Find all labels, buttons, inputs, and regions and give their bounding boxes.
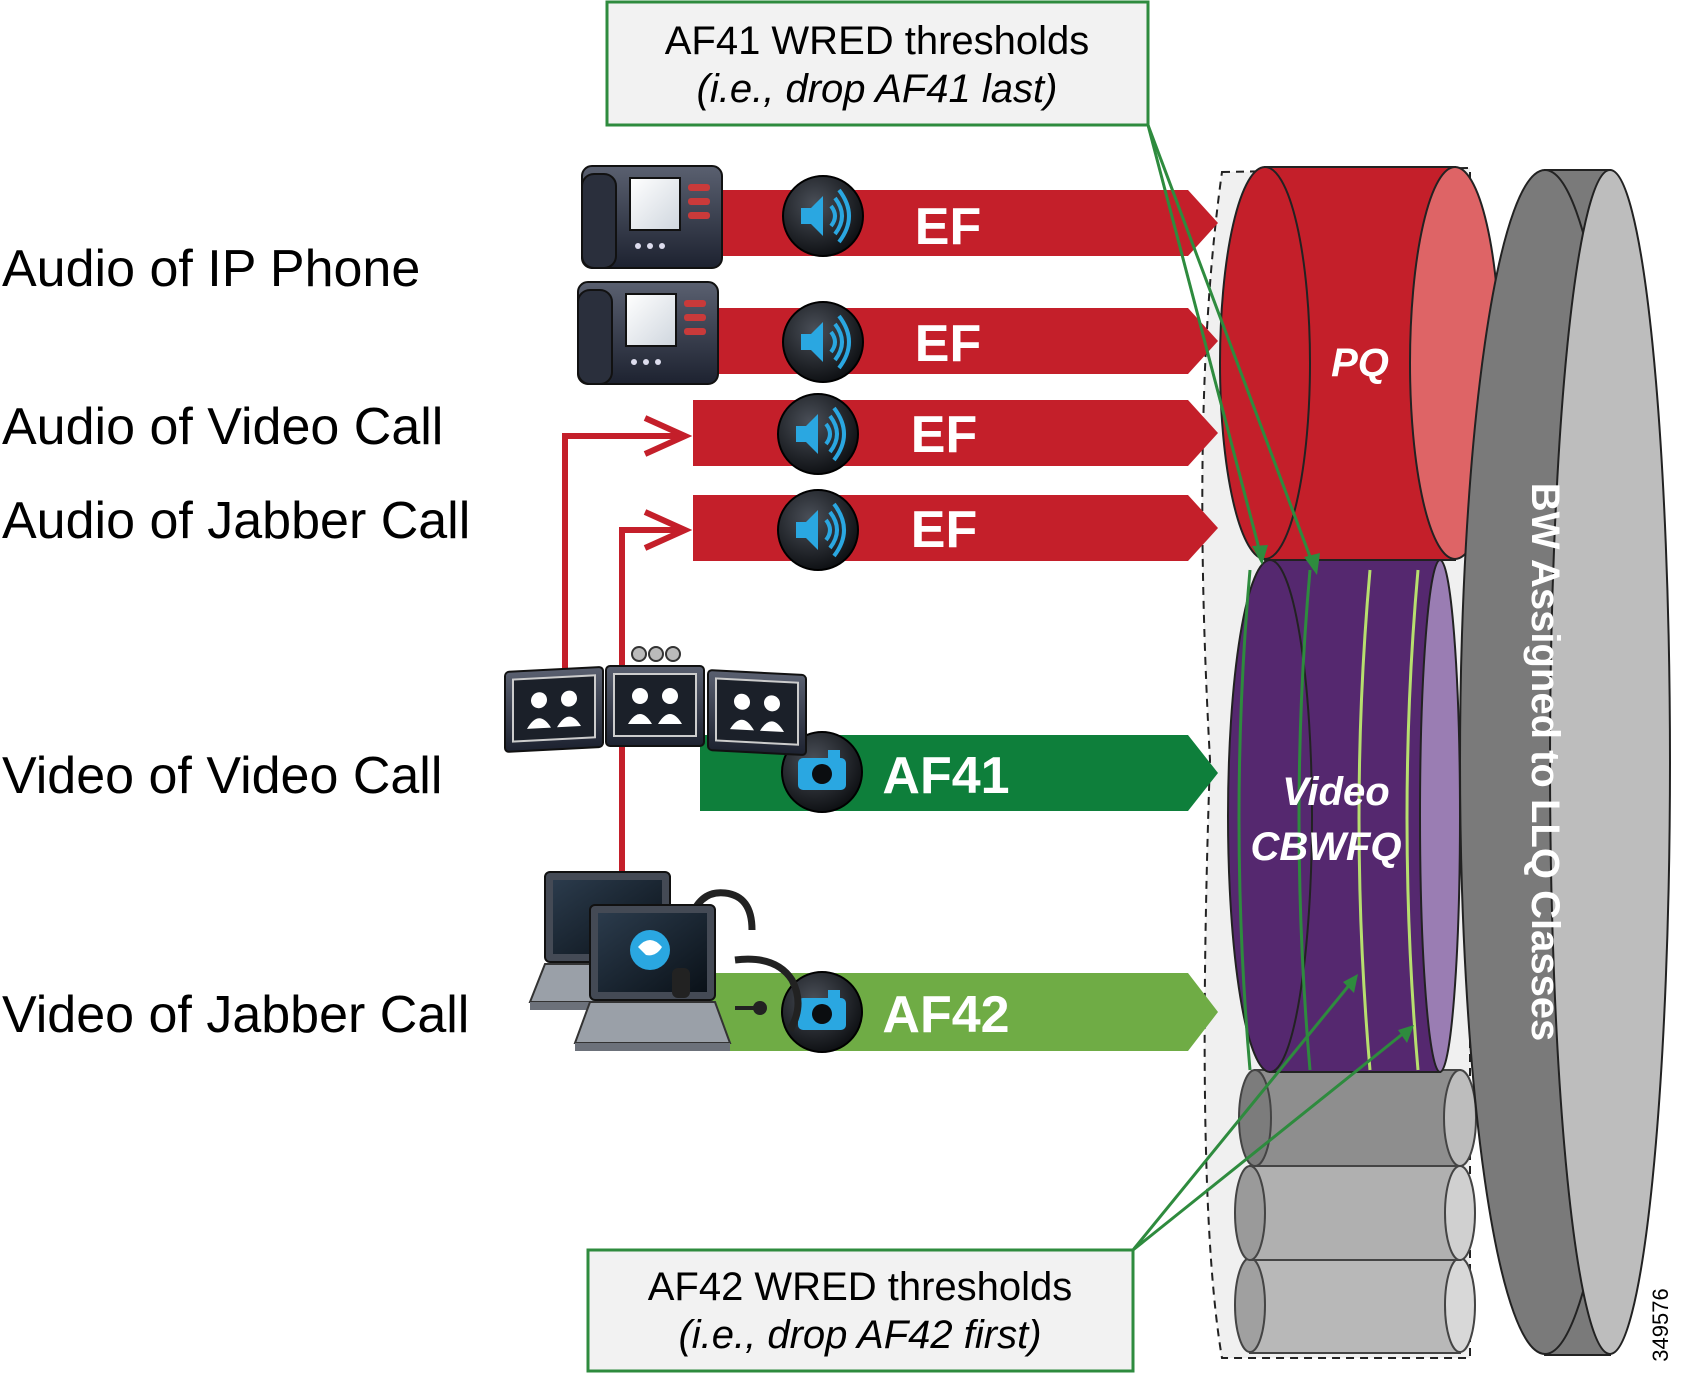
flow-label-af41: AF41 [882, 747, 1009, 805]
flow-arrow-ef-2: EF [700, 308, 1218, 374]
speaker-icon [777, 393, 859, 475]
pq-queue: PQ [1219, 166, 1501, 561]
label-video-jabber-call: Video of Jabber Call [2, 986, 469, 1044]
label-audio-video-call: Audio of Video Call [2, 398, 443, 456]
cbwfq-queue-label: CBWFQ [1250, 825, 1401, 869]
speaker-icon [782, 301, 864, 383]
ip-phone-icon [581, 165, 723, 269]
speaker-icon [777, 489, 859, 571]
connector-lines [562, 415, 693, 875]
flow-label-ef-1: EF [915, 198, 981, 256]
video-cbwfq-queue: Video CBWFQ [1227, 559, 1461, 1073]
af41-callout: AF41 WRED thresholds (i.e., drop AF41 la… [605, 0, 1150, 127]
speaker-icon [782, 175, 864, 257]
af42-callout: AF42 WRED thresholds (i.e., drop AF42 fi… [586, 1248, 1135, 1373]
bw-assigned-label: BW Assigned to LLQ Classes [1523, 483, 1567, 1042]
af41-callout-title: AF41 WRED thresholds [665, 19, 1090, 63]
other-class-cylinder-3 [1238, 1069, 1477, 1167]
af41-threshold-line-2 [1297, 569, 1312, 1071]
telepresence-icon [504, 646, 807, 756]
flow-arrow-ef-4: EF [693, 495, 1218, 561]
label-video-video-call: Video of Video Call [2, 747, 442, 805]
af42-callout-title: AF42 WRED thresholds [648, 1265, 1073, 1309]
queue-stack: Video CBWFQ PQ BW Assigned to LLQ Classe… [1201, 166, 1671, 1359]
af41-threshold-line-1 [1237, 569, 1252, 1071]
flow-label-ef-4: EF [911, 501, 977, 559]
af41-callout-arrows [1146, 124, 1320, 575]
pq-label: PQ [1331, 341, 1389, 385]
flow-label-af42: AF42 [882, 986, 1009, 1044]
af42-callout-arrows [1131, 974, 1414, 1252]
af42-threshold-line-1 [1357, 569, 1372, 1071]
af41-callout-subtitle: (i.e., drop AF41 last) [697, 67, 1058, 111]
flow-arrow-ef-3: EF [693, 400, 1218, 466]
video-queue-label: Video [1282, 770, 1389, 814]
flow-label-ef-2: EF [915, 315, 981, 373]
label-audio-ip-phone: Audio of IP Phone [2, 240, 420, 298]
other-class-cylinder-1 [1234, 1257, 1476, 1354]
flow-arrow-ef-1: EF [700, 190, 1218, 256]
af42-threshold-line-2 [1405, 569, 1420, 1071]
af42-callout-subtitle: (i.e., drop AF42 first) [678, 1313, 1041, 1357]
bw-llq-cylinder: BW Assigned to LLQ Classes [1459, 169, 1671, 1356]
flow-arrow-af42: AF42 [700, 973, 1218, 1051]
figure-id: 349576 [1648, 1288, 1673, 1361]
camera-icon [781, 971, 863, 1053]
label-audio-jabber-call: Audio of Jabber Call [2, 492, 470, 550]
other-class-cylinder-2 [1234, 1165, 1476, 1261]
ip-phone-icon [577, 281, 719, 385]
laptop-headset-icon [528, 871, 802, 1051]
flow-label-ef-3: EF [911, 406, 977, 464]
